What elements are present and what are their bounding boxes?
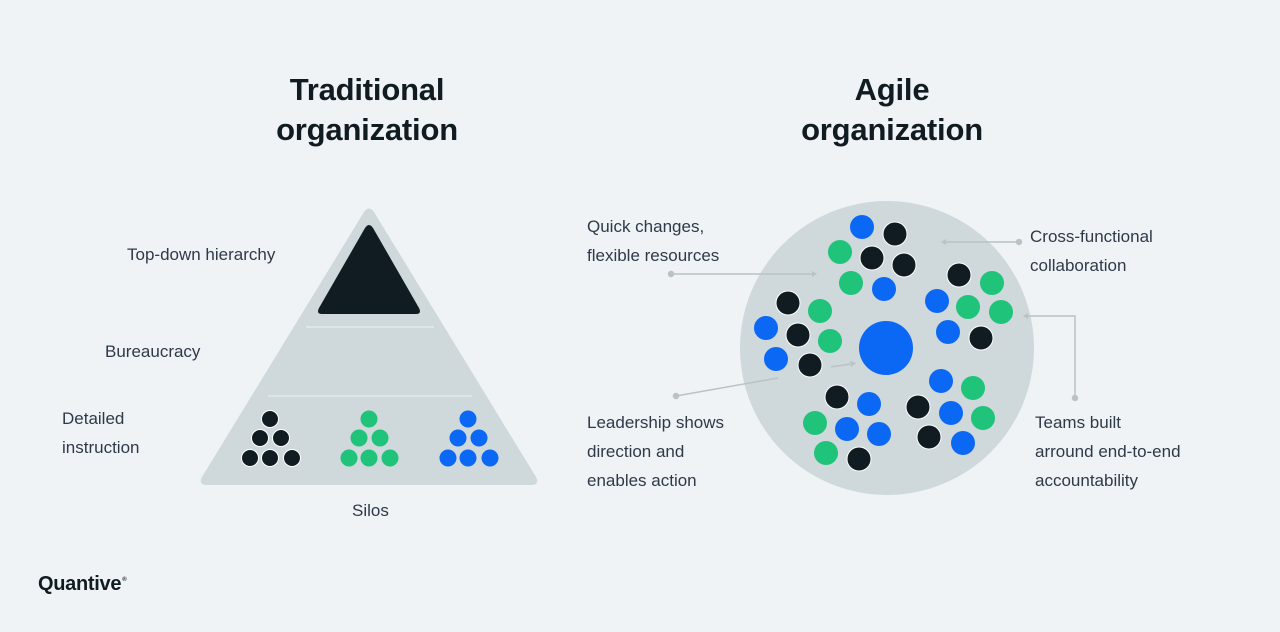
silo-dark xyxy=(241,410,301,467)
traditional-title-line2: organization xyxy=(276,112,458,147)
team-member-dot-green xyxy=(814,441,838,465)
team-member-dot-dark xyxy=(824,384,850,410)
team-member-dot-green xyxy=(828,240,852,264)
agile-title: Agile organization xyxy=(772,70,1012,150)
team-member-dot-dark xyxy=(775,290,801,316)
label-silos: Silos xyxy=(352,501,389,520)
traditional-pyramid xyxy=(200,208,538,485)
connector-leadership xyxy=(675,377,779,397)
team-member-dot-dark xyxy=(916,424,942,450)
label-bureaucracy: Bureaucracy xyxy=(105,342,201,361)
team-member-dot-blue xyxy=(872,277,896,301)
team-member-dot-blue xyxy=(850,215,874,239)
agile-title-line1: Agile xyxy=(854,72,930,107)
label-cross-line2: collaboration xyxy=(1030,256,1127,275)
team-member-dot-green xyxy=(839,271,863,295)
team-member-dot-blue xyxy=(835,417,859,441)
label-cross-functional: Cross-functional collaboration xyxy=(1030,222,1153,280)
team-member-dot-blue xyxy=(857,392,881,416)
label-quick-line2: flexible resources xyxy=(587,246,720,265)
quantive-logo: Quantive® xyxy=(38,573,127,596)
label-teams-line1: Teams built xyxy=(1035,413,1121,432)
team-member-dot-dark xyxy=(785,322,811,348)
leadership-center-dot xyxy=(859,321,913,375)
label-top-down-hierarchy: Top-down hierarchy xyxy=(127,245,276,264)
agile-title-line2: organization xyxy=(801,112,983,147)
team-cluster-left xyxy=(754,290,842,378)
label-teams-line2: arround end-to-end xyxy=(1035,442,1181,461)
team-member-dot-blue xyxy=(754,316,778,340)
team-member-dot-blue xyxy=(939,401,963,425)
team-member-dot-green xyxy=(803,411,827,435)
logo-registered-mark: ® xyxy=(122,577,127,583)
team-member-dot-dark xyxy=(882,221,908,247)
label-leadership-line3: enables action xyxy=(587,471,697,490)
label-cross-line1: Cross-functional xyxy=(1030,227,1153,246)
label-detailed-line1: Detailed xyxy=(62,409,125,428)
team-member-dot-dark xyxy=(891,252,917,278)
agile-network xyxy=(667,201,1079,495)
team-cluster-bottom-right xyxy=(905,369,995,455)
team-member-dot-green xyxy=(808,299,832,323)
traditional-title-line1: Traditional xyxy=(289,72,445,107)
label-detailed-line2: instruction xyxy=(62,438,140,457)
label-teams-line3: accountability xyxy=(1035,471,1139,490)
team-cluster-bottom-left xyxy=(803,384,891,472)
team-member-dot-dark xyxy=(968,325,994,351)
team-member-dot-dark xyxy=(846,446,872,472)
silo-blue xyxy=(439,410,499,467)
connectors xyxy=(667,238,1079,402)
label-detailed-instruction: Detailed instruction xyxy=(62,404,139,462)
team-member-dot-blue xyxy=(951,431,975,455)
team-member-dot-green xyxy=(980,271,1004,295)
team-member-dot-blue xyxy=(764,347,788,371)
label-quick-line1: Quick changes, xyxy=(587,217,705,236)
team-cluster-top xyxy=(828,215,917,301)
silo-green xyxy=(340,410,399,467)
team-member-dot-dark xyxy=(946,262,972,288)
label-teams-built: Teams built arround end-to-end accountab… xyxy=(1035,408,1181,495)
label-quick-changes: Quick changes, flexible resources xyxy=(587,212,719,270)
team-member-dot-green xyxy=(961,376,985,400)
logo-text: Quantive xyxy=(38,573,122,595)
team-member-dot-green xyxy=(989,300,1013,324)
label-leadership: Leadership shows direction and enables a… xyxy=(587,408,724,495)
team-member-dot-blue xyxy=(867,422,891,446)
team-member-dot-blue xyxy=(936,320,960,344)
top-hierarchy-triangle-icon xyxy=(318,225,420,314)
label-leadership-line1: Leadership shows xyxy=(587,413,725,432)
pyramid-shape xyxy=(200,208,538,485)
team-member-dot-dark xyxy=(905,394,931,420)
connector-teams xyxy=(1028,315,1076,398)
team-member-dot-green xyxy=(956,295,980,319)
team-member-dot-blue xyxy=(925,289,949,313)
team-member-dot-green xyxy=(971,406,995,430)
team-member-dot-dark xyxy=(797,352,823,378)
team-cluster-right xyxy=(925,262,1013,351)
label-leadership-line2: direction and xyxy=(587,442,685,461)
team-member-dot-blue xyxy=(929,369,953,393)
team-member-dot-green xyxy=(818,329,842,353)
team-dots xyxy=(754,215,1013,472)
traditional-title: Traditional organization xyxy=(247,70,487,150)
team-member-dot-dark xyxy=(859,245,885,271)
